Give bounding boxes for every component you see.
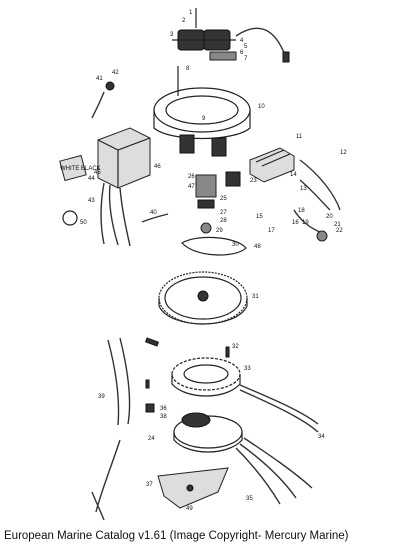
- callout-45: 45: [94, 170, 101, 176]
- flywheel: [158, 271, 248, 325]
- callout-47: 47: [188, 184, 195, 190]
- callout-2: 2: [182, 18, 186, 24]
- callout-17: 17: [268, 228, 275, 234]
- callout-15: 15: [256, 214, 263, 220]
- callout-7: 7: [244, 56, 248, 62]
- callout-9: 9: [202, 116, 206, 122]
- image-caption: European Marine Catalog v1.61 (Image Cop…: [4, 530, 349, 542]
- callout-23: 23: [250, 178, 257, 184]
- callout-35: 35: [246, 496, 253, 502]
- callout-12: 12: [340, 150, 347, 156]
- callout-44: 44: [88, 176, 95, 182]
- callout-26: 26: [188, 174, 195, 180]
- small-parts: [62, 81, 328, 413]
- callout-4: 4: [240, 38, 244, 44]
- callout-42: 42: [112, 70, 119, 76]
- callout-8: 8: [186, 66, 190, 72]
- callout-3: 3: [170, 32, 174, 38]
- mounting-bracket: [157, 467, 229, 509]
- callout-28: 28: [220, 218, 227, 224]
- callout-33: 33: [244, 366, 251, 372]
- callout-labels: 1 2 3 4 5 6 7 8 9 10 11 12 13 14 15 16 1…: [80, 10, 347, 512]
- callout-20: 20: [326, 214, 333, 220]
- callout-6: 6: [240, 50, 244, 56]
- callout-46: 46: [154, 164, 161, 170]
- callout-18: 18: [298, 208, 305, 214]
- label-plate-text: WHITE BLACK: [60, 166, 101, 172]
- callout-10: 10: [258, 104, 265, 110]
- lower-cables: [91, 337, 159, 521]
- trigger-assembly: [181, 171, 247, 256]
- callout-31: 31: [252, 294, 259, 300]
- callout-37: 37: [146, 482, 153, 488]
- callout-40: 40: [150, 210, 157, 216]
- callout-41: 41: [96, 76, 103, 82]
- callout-27: 27: [220, 210, 227, 216]
- callout-24: 24: [148, 436, 155, 442]
- callout-5: 5: [244, 44, 248, 50]
- callout-48: 48: [254, 244, 261, 250]
- callout-14: 14: [290, 172, 297, 178]
- coil-assembly: [172, 8, 290, 63]
- callout-19: 19: [302, 220, 309, 226]
- callout-13: 13: [300, 186, 307, 192]
- callout-50: 50: [80, 220, 87, 226]
- rectifier-pack: [249, 147, 341, 233]
- callout-11: 11: [296, 134, 303, 140]
- exploded-parts-diagram: WHITE BLACK: [59, 8, 347, 521]
- callout-1: 1: [189, 10, 193, 16]
- callout-30: 30: [232, 242, 239, 248]
- trigger-lower: [173, 412, 313, 505]
- callout-38: 38: [160, 414, 167, 420]
- callout-49: 49: [186, 506, 193, 512]
- switch-box: [97, 127, 151, 247]
- callout-32: 32: [232, 344, 239, 350]
- callout-36: 36: [160, 406, 167, 412]
- callout-21: 21: [334, 222, 341, 228]
- stator-lower: [171, 357, 319, 433]
- callout-34: 34: [318, 434, 325, 440]
- stator-plate-upper: [153, 66, 251, 157]
- callout-22: 22: [336, 228, 343, 234]
- callout-29: 29: [216, 228, 223, 234]
- callout-39: 39: [98, 394, 105, 400]
- label-plate: WHITE BLACK: [59, 154, 101, 182]
- callout-43: 43: [88, 198, 95, 204]
- callout-16: 16: [292, 220, 299, 226]
- callout-25: 25: [220, 196, 227, 202]
